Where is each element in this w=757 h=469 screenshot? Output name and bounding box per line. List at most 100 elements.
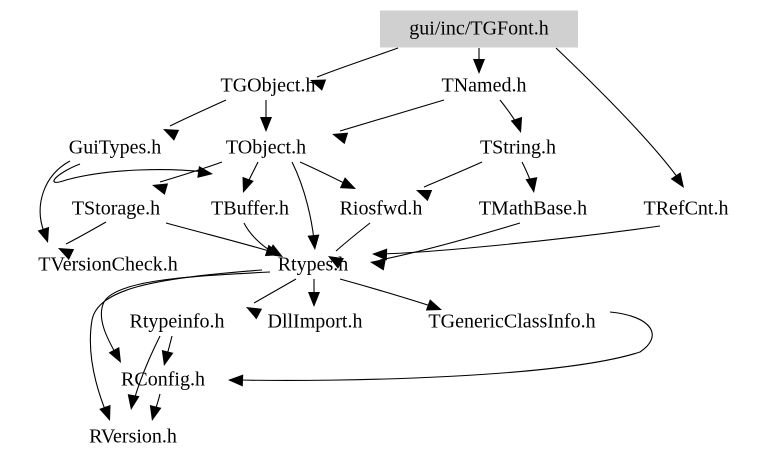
arrowhead-icon bbox=[670, 172, 684, 188]
arrowhead-icon bbox=[372, 248, 388, 261]
arrowhead-icon bbox=[328, 256, 344, 269]
arrowhead-icon bbox=[332, 132, 349, 145]
arrowhead-icon bbox=[37, 226, 50, 243]
edge-tobject-to-tbuffer bbox=[242, 161, 259, 193]
edge-line bbox=[339, 99, 445, 132]
node-tversioncheck[interactable]: TVersionCheck.h bbox=[38, 254, 177, 276]
node-label: RConfig.h bbox=[121, 369, 205, 391]
node-rconfig[interactable]: RConfig.h bbox=[121, 369, 205, 391]
edge-rtypes-to-rconfig bbox=[100, 271, 271, 363]
edge-line bbox=[159, 161, 223, 183]
edge-line bbox=[379, 222, 521, 261]
node-label: RVersion.h bbox=[89, 426, 177, 448]
edge-line bbox=[169, 99, 227, 127]
node-tgenericclass[interactable]: TGenericClassInfo.h bbox=[428, 311, 595, 333]
node-label: Rtypeinfo.h bbox=[130, 311, 225, 333]
edge-riosfwd-to-rtypes bbox=[328, 222, 371, 269]
node-label: TStorage.h bbox=[72, 198, 160, 220]
arrowhead-icon bbox=[425, 299, 442, 311]
node-tstring[interactable]: TString.h bbox=[480, 137, 556, 159]
node-label: TString.h bbox=[480, 137, 556, 159]
edge-tstorage-to-rtypes bbox=[165, 222, 281, 257]
arrowhead-icon bbox=[310, 79, 327, 91]
edge-tgfont-to-tnamed bbox=[473, 48, 485, 74]
edge-rtypes-to-tgenericclass bbox=[339, 278, 442, 311]
node-label: gui/inc/TGFont.h bbox=[409, 18, 548, 40]
node-rtypeinfo[interactable]: Rtypeinfo.h bbox=[130, 311, 225, 333]
edge-line bbox=[291, 161, 315, 241]
node-label: Rtypes.h bbox=[278, 254, 349, 276]
arrowhead-icon bbox=[242, 176, 254, 193]
arrowhead-icon bbox=[525, 177, 538, 193]
edge-tstorage-to-tversioncheck bbox=[58, 221, 107, 260]
arrowhead-icon bbox=[260, 117, 272, 132]
arrowhead-icon bbox=[308, 292, 320, 307]
node-label: TRefCnt.h bbox=[644, 198, 729, 220]
edge-line bbox=[39, 160, 71, 233]
node-tobject[interactable]: TObject.h bbox=[226, 137, 306, 159]
node-label: TGenericClassInfo.h bbox=[428, 311, 595, 333]
edge-line bbox=[65, 221, 107, 245]
arrowhead-icon bbox=[246, 307, 263, 320]
node-label: TObject.h bbox=[226, 137, 306, 159]
node-guitypes[interactable]: GuiTypes.h bbox=[69, 137, 161, 159]
edge-line bbox=[335, 222, 371, 252]
edge-line bbox=[253, 278, 297, 304]
edge-rtypes-to-rversion bbox=[89, 269, 263, 421]
edge-line bbox=[316, 47, 399, 78]
node-trefcnt[interactable]: TRefCnt.h bbox=[644, 198, 729, 220]
node-label: TBuffer.h bbox=[211, 198, 289, 220]
arrowhead-icon bbox=[228, 374, 244, 387]
edge-tgenericclass-to-rconfig bbox=[228, 311, 653, 387]
edge-tstring-to-tmathbase bbox=[521, 161, 538, 193]
edge-tobject-to-rtypes bbox=[291, 161, 320, 250]
edge-tobject-to-tstorage bbox=[152, 161, 223, 195]
arrowhead-icon bbox=[99, 404, 111, 421]
edge-tnamed-to-tobject bbox=[332, 99, 445, 145]
node-dllimport[interactable]: DllImport.h bbox=[268, 311, 363, 333]
arrowhead-icon bbox=[58, 248, 75, 260]
edge-rtypeinfo-to-rconfig bbox=[161, 335, 174, 366]
node-tbuffer[interactable]: TBuffer.h bbox=[211, 198, 289, 220]
edge-tobject-to-riosfwd bbox=[299, 161, 356, 189]
edge-tmathbase-to-rtypes bbox=[370, 222, 521, 271]
node-tnamed[interactable]: TNamed.h bbox=[442, 75, 527, 97]
edge-line bbox=[133, 335, 161, 401]
node-background-root bbox=[380, 10, 578, 48]
node-rversion[interactable]: RVersion.h bbox=[89, 426, 177, 448]
node-tgobject[interactable]: TGObject.h bbox=[221, 75, 316, 97]
arrowhead-icon bbox=[149, 404, 162, 421]
node-label: TNamed.h bbox=[442, 75, 527, 97]
edge-guitypes-to-tversioncheck bbox=[37, 160, 71, 243]
edge-line bbox=[423, 161, 483, 188]
edge-tnamed-to-tstring bbox=[499, 99, 523, 133]
node-label: Riosfwd.h bbox=[340, 198, 423, 220]
edge-rconfig-to-rversion bbox=[149, 393, 162, 421]
node-tstorage[interactable]: TStorage.h bbox=[72, 198, 160, 220]
node-tmathbase[interactable]: TMathBase.h bbox=[479, 198, 587, 220]
arrowhead-icon bbox=[163, 129, 180, 141]
edge-line bbox=[555, 47, 679, 179]
edge-line bbox=[89, 269, 263, 413]
edge-tgobject-to-guitypes bbox=[163, 99, 227, 141]
arrowhead-icon bbox=[416, 190, 433, 202]
edge-tbuffer-to-rtypes bbox=[243, 222, 283, 257]
edge-line bbox=[237, 311, 653, 381]
node-tgfont[interactable]: gui/inc/TGFont.h bbox=[380, 10, 578, 48]
arrowhead-icon bbox=[307, 234, 320, 250]
arrowhead-icon bbox=[370, 258, 386, 271]
edge-line bbox=[100, 271, 271, 355]
node-rtypes[interactable]: Rtypes.h bbox=[278, 254, 349, 276]
node-label: TGObject.h bbox=[221, 75, 316, 97]
edge-trefcnt-to-rtypes bbox=[372, 225, 661, 261]
edge-tgfont-to-tgobject bbox=[310, 47, 399, 91]
edges-layer bbox=[37, 47, 684, 421]
edge-line bbox=[381, 225, 661, 255]
edge-tgobject-to-tobject bbox=[260, 100, 272, 132]
node-riosfwd[interactable]: Riosfwd.h bbox=[340, 198, 423, 220]
edge-rtypeinfo-to-rversion bbox=[127, 335, 161, 410]
arrowhead-icon bbox=[510, 116, 523, 133]
